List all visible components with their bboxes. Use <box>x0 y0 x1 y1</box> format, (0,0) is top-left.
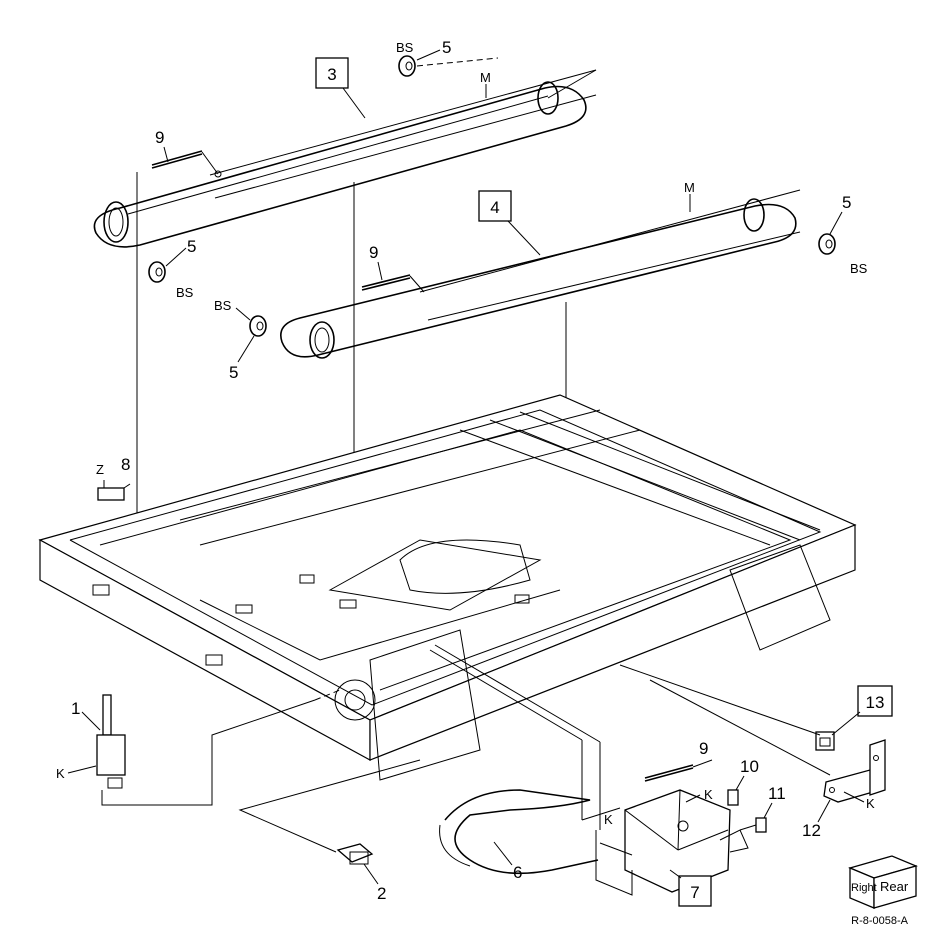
svg-text:5: 5 <box>187 237 196 256</box>
drive-belt-6 <box>439 789 599 875</box>
sensor-1 <box>96 689 341 806</box>
svg-text:6: 6 <box>513 863 522 882</box>
part-labels: 5 BS M 9 5 BS 9 BS 5 M 5 BS Z 8 1 K 2 6 … <box>56 38 875 903</box>
svg-text:2: 2 <box>377 884 386 903</box>
svg-text:BS: BS <box>214 298 232 313</box>
bracket-12 <box>823 739 886 803</box>
svg-text:9: 9 <box>155 128 164 147</box>
belt-assembly-4 <box>280 189 801 359</box>
pulley-5-middle <box>249 315 267 337</box>
svg-text:4: 4 <box>490 198 499 217</box>
pulley-5-right <box>818 233 836 255</box>
clip-10 <box>727 789 739 806</box>
svg-text:Right: Right <box>851 882 877 894</box>
svg-text:BS: BS <box>850 261 868 276</box>
svg-text:5: 5 <box>442 38 451 57</box>
svg-text:M: M <box>480 70 491 85</box>
svg-text:9: 9 <box>369 243 378 262</box>
svg-text:10: 10 <box>740 757 759 776</box>
svg-text:7: 7 <box>690 883 699 902</box>
svg-text:BS: BS <box>396 40 414 55</box>
callout-4: 4 <box>478 190 541 256</box>
svg-text:11: 11 <box>768 784 786 803</box>
svg-text:M: M <box>684 180 695 195</box>
scanner-frame <box>38 394 857 781</box>
svg-text:Rear: Rear <box>880 879 909 894</box>
spring-9-middle <box>361 274 425 293</box>
spring-9-top <box>151 150 222 178</box>
svg-text:BS: BS <box>176 285 194 300</box>
svg-text:9: 9 <box>699 739 708 758</box>
connector-2 <box>238 759 421 865</box>
svg-text:K: K <box>704 787 713 802</box>
svg-text:5: 5 <box>229 363 238 382</box>
spring-9-bottom <box>644 759 713 782</box>
svg-text:8: 8 <box>121 455 130 474</box>
svg-text:1: 1 <box>71 699 80 718</box>
svg-text:13: 13 <box>866 693 885 712</box>
svg-text:3: 3 <box>327 65 336 84</box>
callout-13: 13 <box>831 685 893 736</box>
callout-3: 3 <box>315 57 366 119</box>
pulley-5-top <box>398 55 499 77</box>
sensor-8 <box>97 480 131 501</box>
clip-11 <box>719 817 767 853</box>
figure-id: R-8-0058-A <box>851 915 909 927</box>
alignment-lines-lower <box>429 644 831 830</box>
svg-text:12: 12 <box>802 821 821 840</box>
orientation-cube: Right Rear <box>848 855 918 909</box>
callout-7: 7 <box>669 869 712 907</box>
pulley-5-left <box>148 261 166 283</box>
svg-text:K: K <box>604 812 613 827</box>
svg-text:K: K <box>866 796 875 811</box>
motor-assembly-7 <box>581 789 731 896</box>
svg-text:Z: Z <box>96 462 104 477</box>
svg-text:K: K <box>56 766 65 781</box>
svg-text:5: 5 <box>842 193 851 212</box>
sensor-13 <box>815 731 835 751</box>
belt-assembly-3 <box>93 69 597 248</box>
